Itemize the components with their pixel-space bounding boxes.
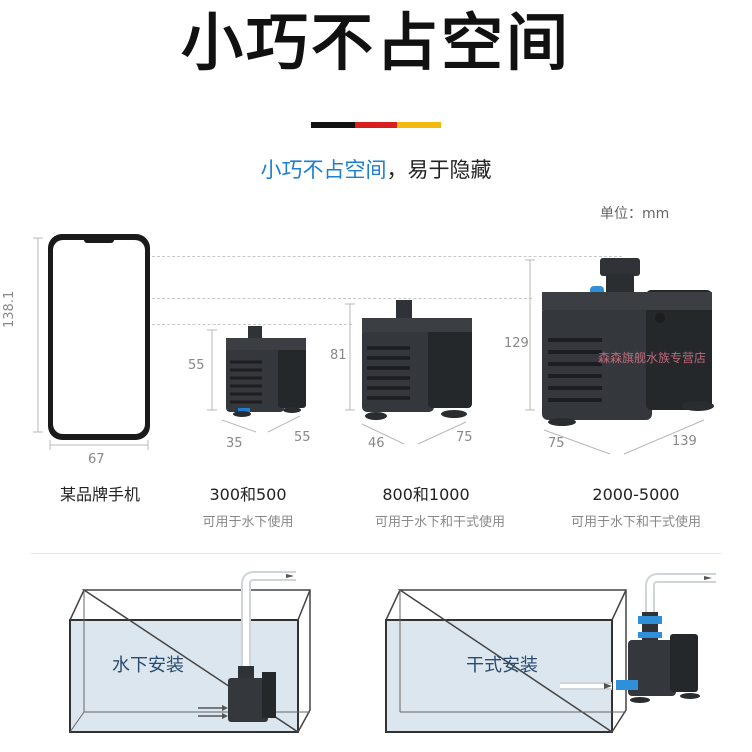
section-divider	[30, 553, 722, 554]
pump-medium-width-label: 46	[368, 436, 385, 451]
pump-medium-model: 800和1000	[382, 485, 470, 504]
subtitle-rest: ，易于隐藏	[386, 158, 492, 182]
phone-width-label: 67	[88, 452, 105, 467]
dashed-line-phone-top	[152, 256, 622, 257]
pump-large-depth-label: 139	[672, 434, 697, 449]
headline: 小巧不占空间	[180, 6, 571, 79]
pump-small-usage: 可用于水下使用	[202, 515, 294, 530]
pump-large-width-label: 75	[548, 436, 565, 451]
pump-small-width-label: 35	[226, 436, 243, 451]
phone-illustration	[48, 234, 150, 440]
phone-height-label: 138.1	[2, 290, 17, 328]
pump-large-illustration	[542, 258, 714, 426]
pump-large-usage: 可用于水下和干式使用	[570, 515, 701, 530]
dashed-line-medium-pump	[152, 324, 352, 325]
pump-small-model: 300和500	[209, 485, 287, 504]
pump-small-height-label: 55	[188, 358, 205, 373]
subtitle: 小巧不占空间，易于隐藏	[0, 153, 752, 187]
pump-medium-height-label: 81	[330, 348, 347, 363]
pump-large-model: 2000-5000	[592, 485, 680, 504]
phone-name: 某品牌手机	[59, 485, 140, 504]
pump-large-dimension-lines	[525, 259, 705, 455]
store-watermark: 森森旗舰水族专营店	[598, 351, 707, 365]
unit-label: 单位：mm	[600, 206, 670, 222]
subtitle-highlight: 小巧不占空间	[260, 158, 387, 182]
dashed-line-large-pump	[152, 298, 532, 299]
pump-medium-usage: 可用于水下和干式使用	[374, 515, 505, 530]
pump-small-illustration	[226, 326, 306, 417]
flag-stripe-gold	[397, 122, 441, 128]
dry-tank-illustration	[385, 573, 716, 734]
pump-medium-depth-label: 75	[456, 430, 473, 445]
underwater-tank-illustration	[69, 571, 311, 734]
pump-medium-illustration	[362, 300, 472, 420]
pump-large-height-label: 129	[504, 336, 529, 351]
dry-install-label: 干式安装	[466, 655, 538, 676]
pump-small-dimension-lines	[207, 329, 301, 433]
flag-stripe-black	[311, 122, 355, 128]
pump-small-depth-label: 55	[294, 430, 311, 445]
pump-medium-dimension-lines	[345, 303, 467, 445]
flag-stripe-red	[355, 122, 397, 128]
phone-dimension-lines	[33, 237, 149, 450]
underwater-install-label: 水下安装	[112, 655, 184, 676]
